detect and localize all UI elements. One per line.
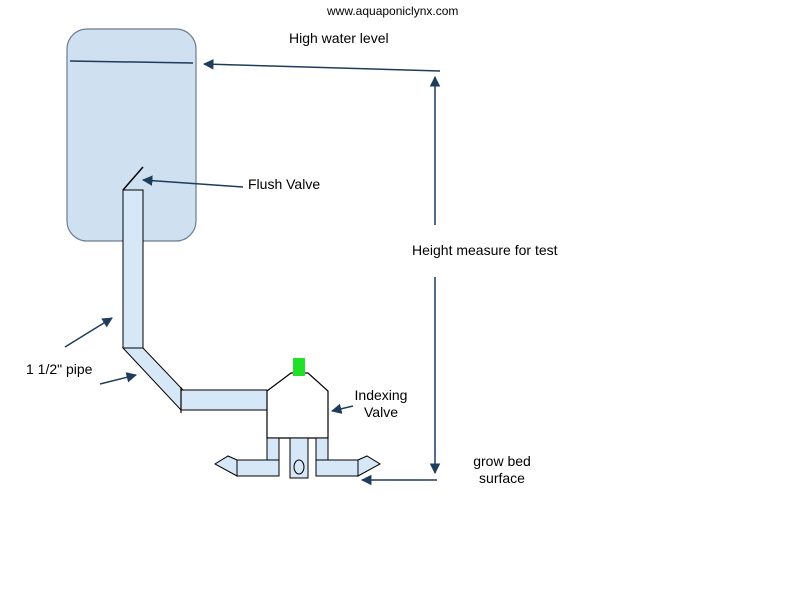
grow-bed-label-line1: grow bed xyxy=(473,453,531,469)
spray-arm-left xyxy=(236,459,280,477)
pipe-label: 1 1/2" pipe xyxy=(26,361,93,377)
indexing-valve-label-line2: Valve xyxy=(364,404,398,420)
grow-bed-label-line2: surface xyxy=(479,470,525,486)
high-water-level-label: High water level xyxy=(289,30,389,46)
outlet-left xyxy=(266,437,280,461)
diagonal-pipe xyxy=(121,347,184,412)
indexing-valve-body xyxy=(266,372,329,439)
pipe-arrow-upper xyxy=(64,317,113,348)
horizontal-pipe xyxy=(180,389,268,411)
flush-valve-arrow xyxy=(141,175,244,188)
spray-arm-right xyxy=(315,459,359,477)
flush-valve-label: Flush Valve xyxy=(248,176,321,192)
grow-bed-surface-label: grow bed surface xyxy=(465,453,539,487)
vertical-pipe xyxy=(122,189,144,349)
outlet-right xyxy=(315,437,329,461)
high-water-level-line xyxy=(69,60,194,64)
watermark-url: www.aquaponiclynx.com xyxy=(327,4,459,18)
pipe-arrow-lower xyxy=(99,372,138,385)
outlet-center-hole xyxy=(293,459,305,475)
height-measure-label: Height measure for test xyxy=(412,242,558,258)
flush-valve-flap xyxy=(122,166,144,191)
indexing-valve-indicator xyxy=(293,358,305,376)
spray-nozzle-left xyxy=(214,455,238,477)
indexing-valve-label-line1: Indexing xyxy=(354,387,408,403)
high-water-level-arrow xyxy=(202,59,441,72)
indexing-valve-label: Indexing Valve xyxy=(344,387,418,421)
indexing-valve-arrow xyxy=(330,403,354,414)
spray-nozzle-right xyxy=(357,455,381,477)
